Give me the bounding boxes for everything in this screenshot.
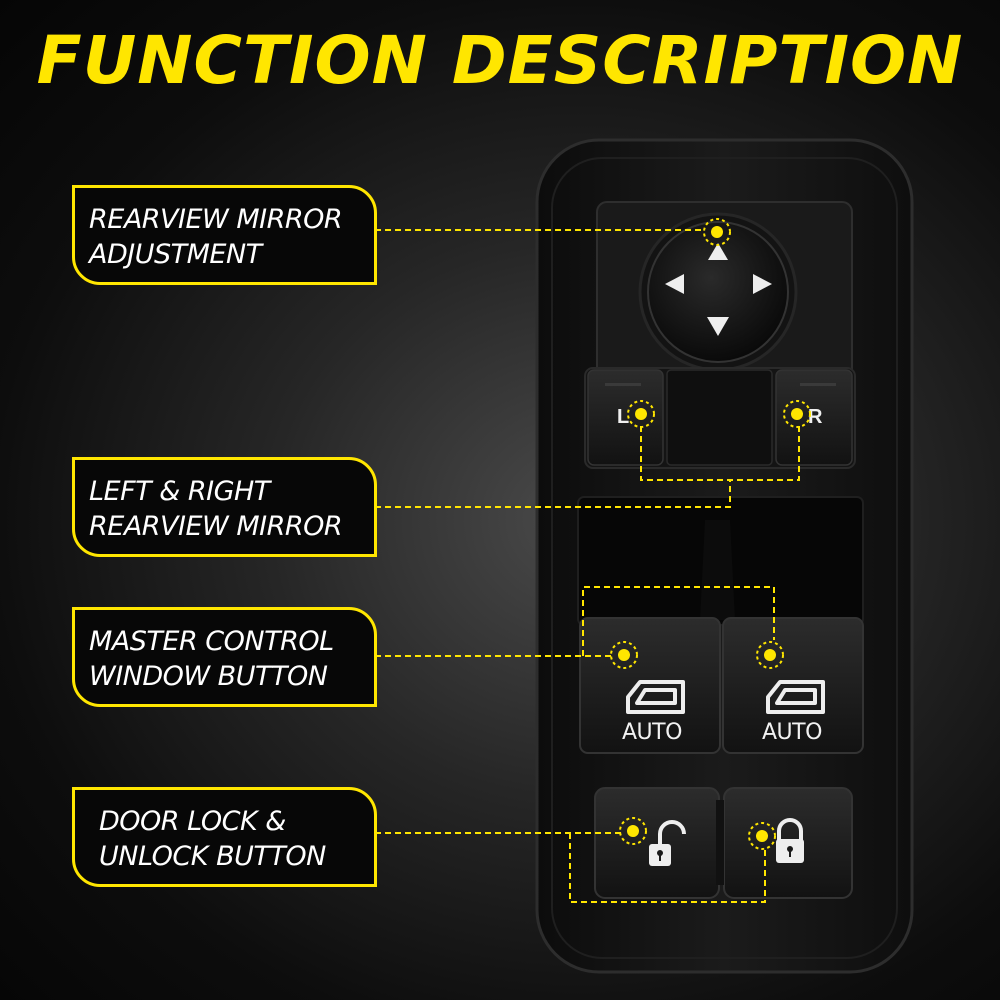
callout-door-lock-unlock-button: DOOR LOCK & UNLOCK BUTTON (72, 787, 377, 887)
window-left-auto-label: AUTO (622, 720, 682, 745)
callout-label-line1: REARVIEW MIRROR (89, 204, 343, 235)
callout-label-line1: LEFT & RIGHT (89, 476, 270, 507)
arrow-down-icon (707, 317, 729, 336)
window-icon (766, 680, 825, 714)
arrow-left-icon (665, 274, 684, 294)
callout-label-line2: WINDOW BUTTON (89, 661, 328, 692)
callout-left-right-rearview-mirror: LEFT & RIGHT REARVIEW MIRROR (72, 457, 377, 557)
callout-label-line2: UNLOCK BUTTON (99, 841, 326, 872)
arrow-right-icon (753, 274, 772, 294)
mirror-left-label: L (617, 406, 630, 428)
window-icon (626, 680, 685, 714)
callout-label-line1: MASTER CONTROL (89, 626, 334, 657)
callout-rearview-mirror-adjustment: REARVIEW MIRROR ADJUSTMENT (72, 185, 377, 285)
window-right-auto-label: AUTO (762, 720, 822, 745)
unlock-button (594, 787, 720, 899)
page-title: FUNCTION DESCRIPTION (36, 22, 964, 99)
callout-label-line1: DOOR LOCK & (99, 806, 286, 837)
mirror-center-button (666, 369, 773, 466)
callout-label-line2: REARVIEW MIRROR (89, 511, 343, 542)
callout-label-line2: ADJUSTMENT (89, 239, 262, 270)
lock-closed-icon (776, 818, 804, 863)
mirror-right-label: R (808, 406, 823, 428)
callout-master-control-window-button: MASTER CONTROL WINDOW BUTTON (72, 607, 377, 707)
arrow-up-icon (708, 243, 728, 260)
